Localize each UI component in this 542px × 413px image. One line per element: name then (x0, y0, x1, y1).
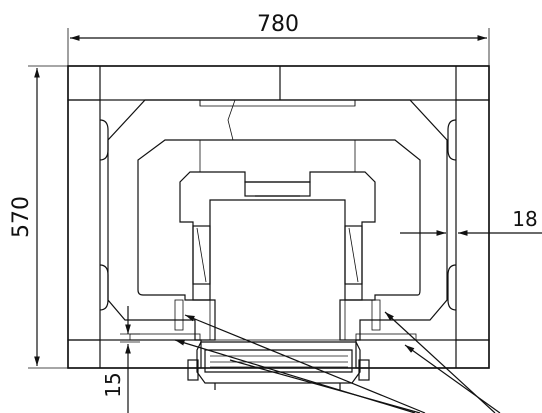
firebox-lining (174, 171, 381, 341)
base-gap-dimension: 15 (101, 306, 140, 413)
base-gap-label: 15 (101, 372, 125, 397)
outer-casing (67, 65, 490, 369)
wall-gap-dimension: 18 (400, 207, 542, 236)
height-label: 570 (9, 196, 34, 238)
base-seals (129, 333, 417, 341)
door-frame (187, 341, 370, 390)
width-dimension: 780 (67, 12, 490, 68)
width-label: 780 (257, 12, 299, 37)
wall-gap-label: 18 (512, 207, 537, 231)
leader-lines (174, 311, 501, 413)
guide-lines (199, 99, 356, 172)
height-dimension: 570 (9, 65, 70, 369)
insulation-chamber (107, 99, 448, 341)
